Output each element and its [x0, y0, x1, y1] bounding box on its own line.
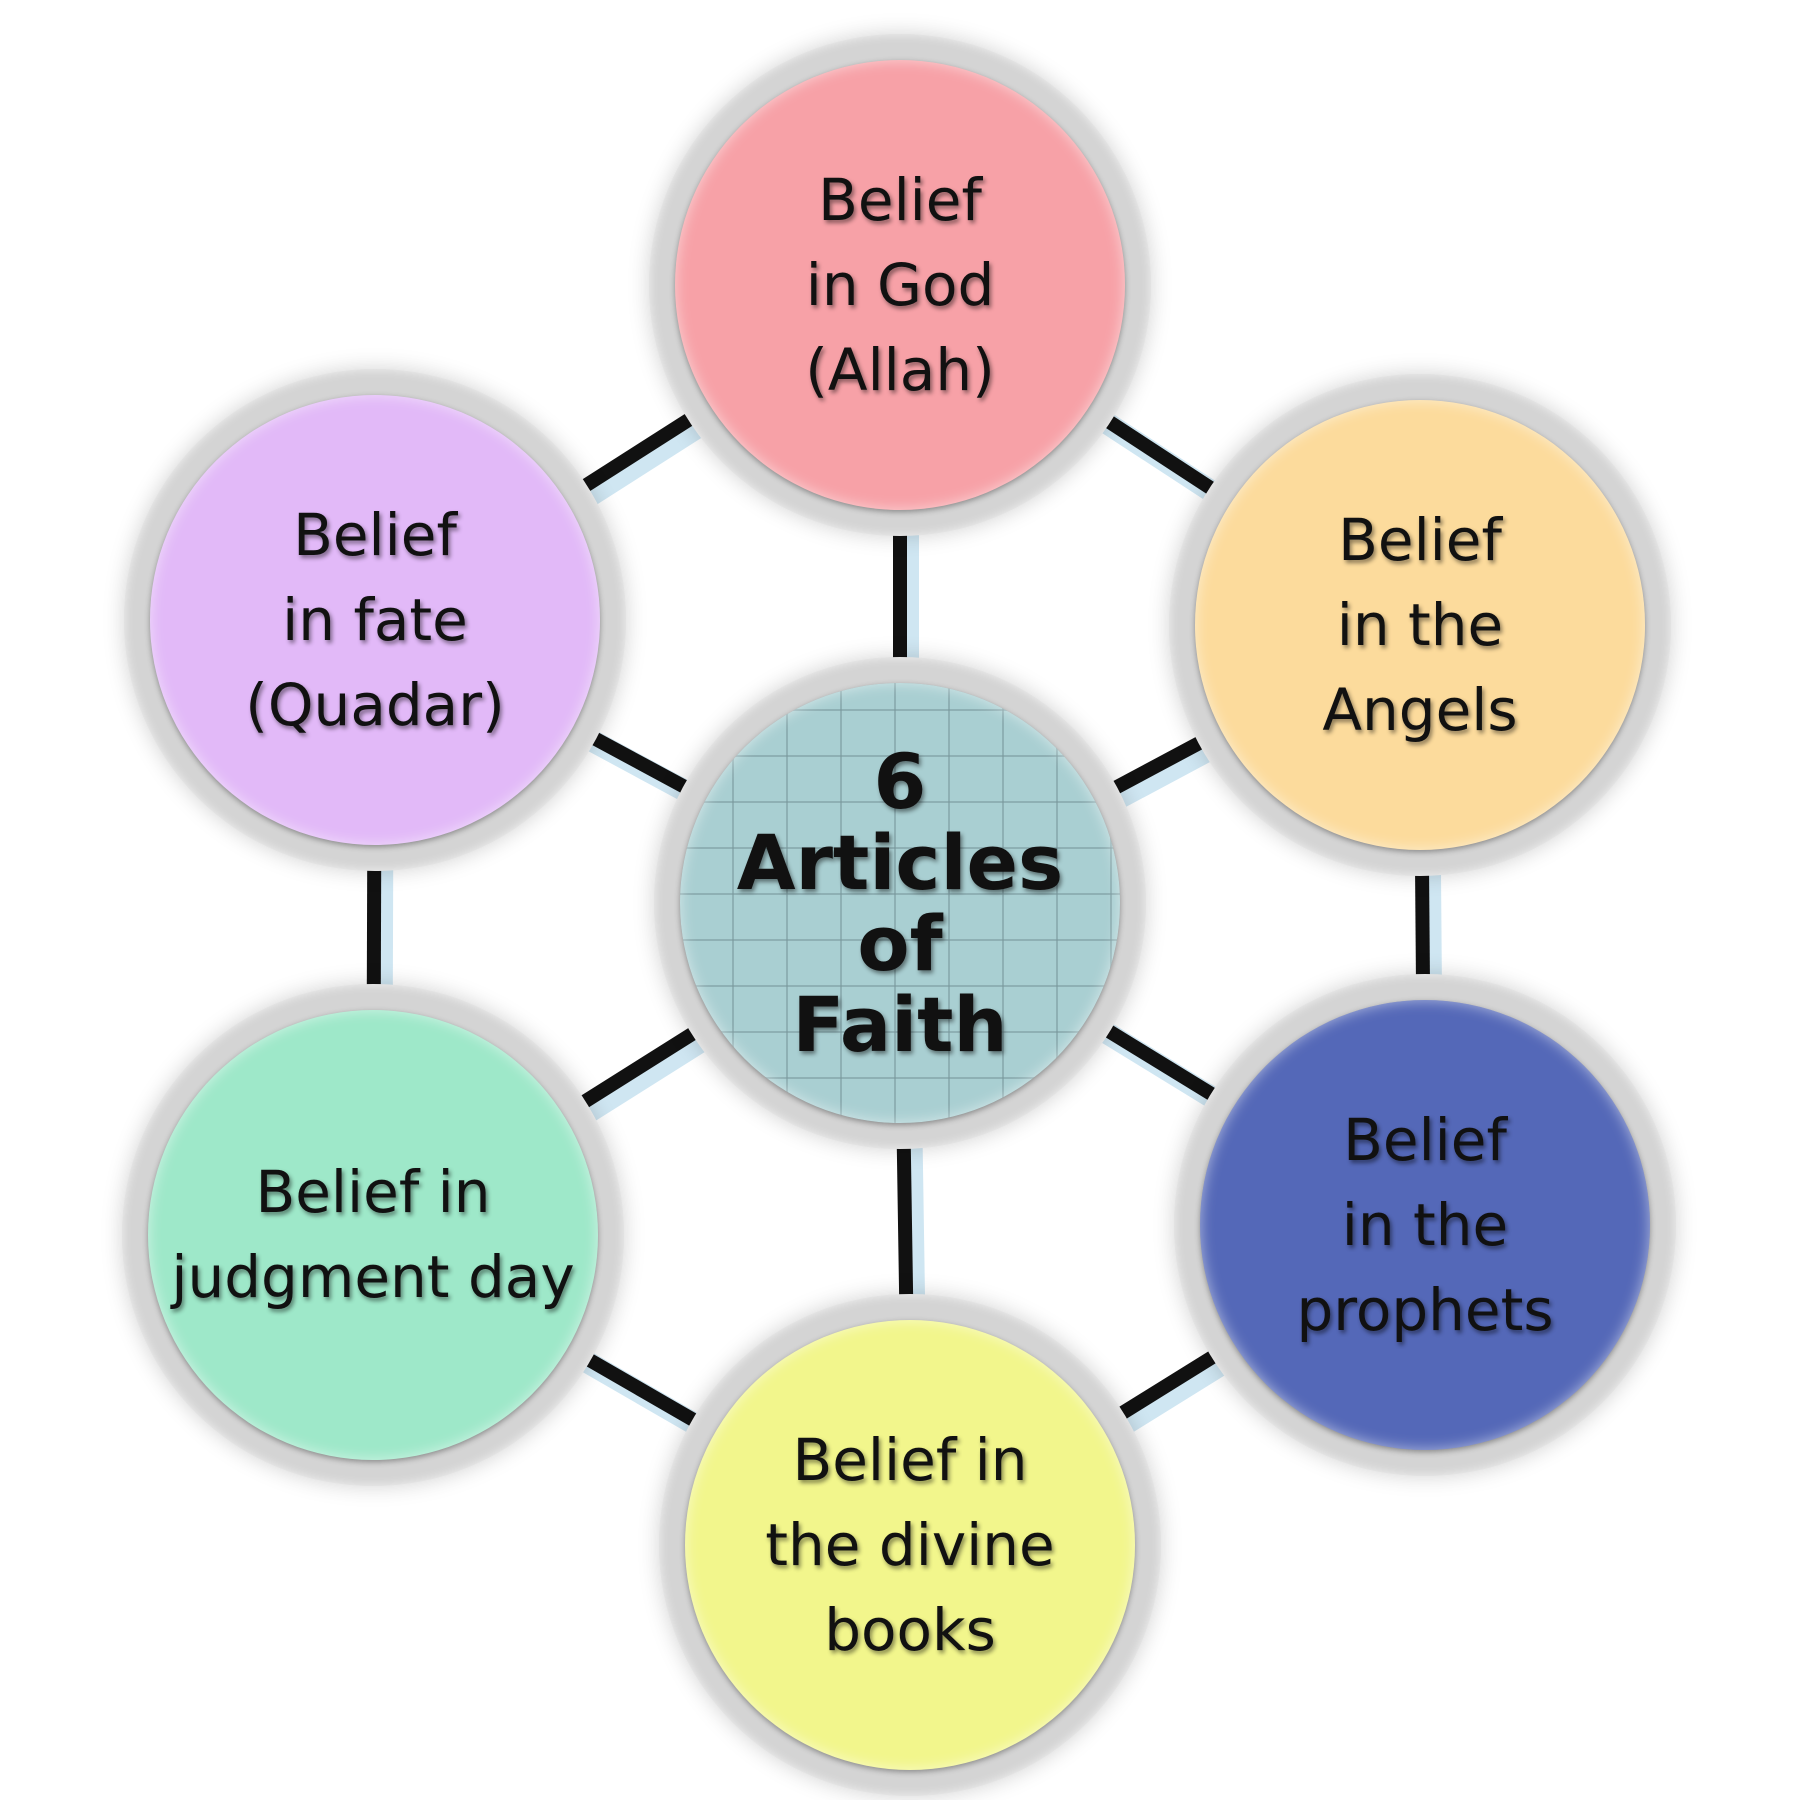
label-line: the divine — [765, 1510, 1055, 1579]
label-line: Belief — [1343, 1105, 1507, 1174]
node-label-judgment: Belief in judgment day — [171, 1150, 574, 1320]
node-disc — [148, 1010, 598, 1460]
node-belief-in-divine-books: Belief in the divine books — [659, 1294, 1161, 1796]
node-label-fate: Belief in fate (Quadar) — [245, 493, 504, 748]
label-line: prophets — [1296, 1275, 1554, 1344]
node-belief-in-fate: Belief in fate (Quadar) — [124, 369, 626, 871]
node-disc — [685, 1320, 1135, 1770]
label-line: Articles — [736, 818, 1064, 907]
label-line: books — [824, 1595, 996, 1664]
center-node-six-articles: 6 Articles of Faith — [654, 657, 1146, 1149]
node-belief-in-angels: Belief in the Angels — [1169, 374, 1671, 876]
center-disc — [680, 683, 1120, 1123]
node-label-prophets: Belief in the prophets — [1296, 1098, 1553, 1353]
node-label-books: Belief in the divine books — [765, 1418, 1054, 1673]
node-disc — [675, 60, 1125, 510]
label-line: of — [857, 899, 943, 988]
label-line: (Allah) — [805, 335, 995, 404]
label-line: in the — [1336, 590, 1504, 659]
center-label: 6 Articles of Faith — [737, 741, 1064, 1065]
label-line: judgment day — [171, 1243, 575, 1311]
label-line: Belief in — [255, 1158, 491, 1226]
label-line: (Quadar) — [245, 670, 505, 739]
label-line: Belief — [293, 500, 457, 569]
node-belief-in-judgment-day: Belief in judgment day — [122, 984, 624, 1486]
node-belief-in-god: Belief in God (Allah) — [649, 34, 1151, 536]
node-label-angels: Belief in the Angels — [1322, 498, 1517, 753]
label-line: Belief — [1338, 505, 1502, 574]
label-line: Belief in — [792, 1425, 1028, 1494]
node-disc — [1200, 1000, 1650, 1450]
label-line: in God — [805, 250, 995, 319]
label-line: Belief — [818, 165, 982, 234]
label-line: Faith — [792, 980, 1008, 1069]
node-disc — [150, 395, 600, 845]
label-line: in fate — [282, 585, 468, 654]
label-line: 6 — [873, 737, 927, 826]
node-disc — [1195, 400, 1645, 850]
node-belief-in-prophets: Belief in the prophets — [1174, 974, 1676, 1476]
label-line: Angels — [1322, 675, 1518, 744]
label-line: in the — [1341, 1190, 1509, 1259]
node-label-god: Belief in God (Allah) — [805, 158, 994, 413]
